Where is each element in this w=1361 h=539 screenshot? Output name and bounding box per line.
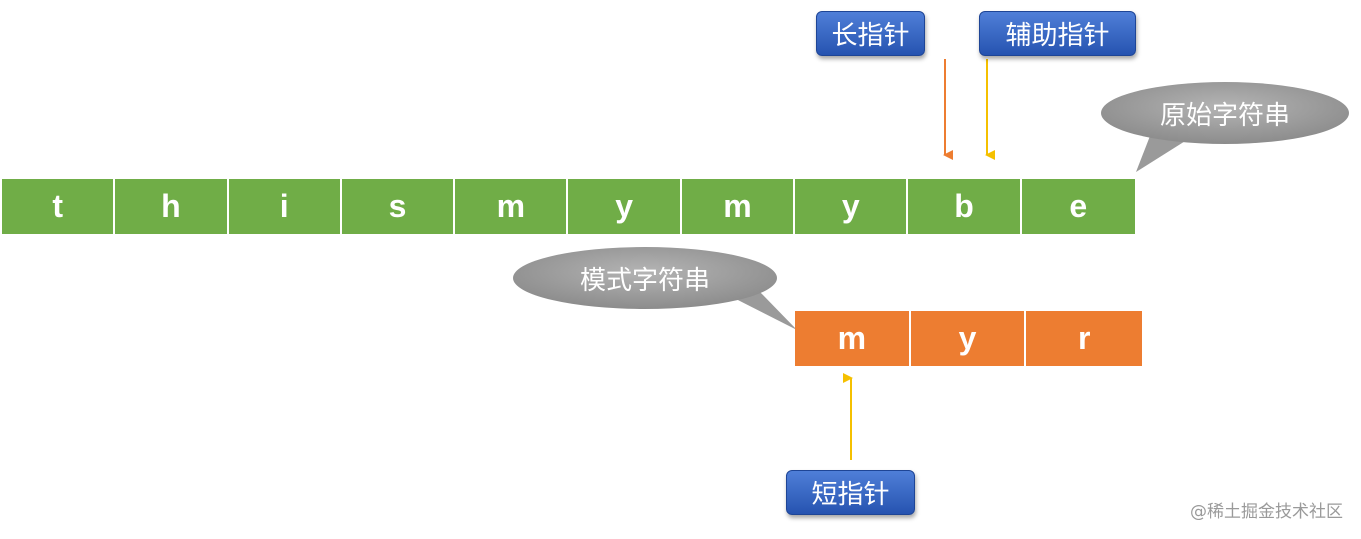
watermark: @稀土掘金技术社区 bbox=[1190, 502, 1343, 522]
bubble-source-string bbox=[1101, 82, 1349, 172]
source-char-cell: s bbox=[341, 179, 456, 234]
bubble-pattern-string bbox=[513, 247, 797, 330]
pattern-string-row: m y r bbox=[795, 311, 1143, 366]
aux-pointer-label: 辅助指针 bbox=[979, 11, 1136, 56]
source-char-cell: m bbox=[455, 179, 569, 234]
source-char-cell: h bbox=[115, 179, 229, 234]
pattern-char-cell: r bbox=[1026, 311, 1143, 366]
long-pointer-label: 长指针 bbox=[816, 11, 925, 56]
source-char-cell: i bbox=[228, 179, 342, 234]
source-char-cell: t bbox=[2, 179, 116, 234]
source-char-cell: m bbox=[681, 179, 796, 234]
pattern-char-cell: y bbox=[910, 311, 1027, 366]
source-char-cell: y bbox=[568, 179, 682, 234]
source-char-cell: y bbox=[795, 179, 909, 234]
source-char-cell: e bbox=[1021, 179, 1135, 234]
source-string-label: 原始字符串 bbox=[1159, 100, 1290, 131]
source-string-row: t h i s m y m y b e bbox=[2, 179, 1135, 234]
pattern-char-cell: m bbox=[795, 311, 911, 366]
pattern-string-label: 模式字符串 bbox=[579, 265, 710, 296]
short-pointer-label: 短指针 bbox=[786, 470, 915, 515]
source-char-cell: b bbox=[908, 179, 1022, 234]
